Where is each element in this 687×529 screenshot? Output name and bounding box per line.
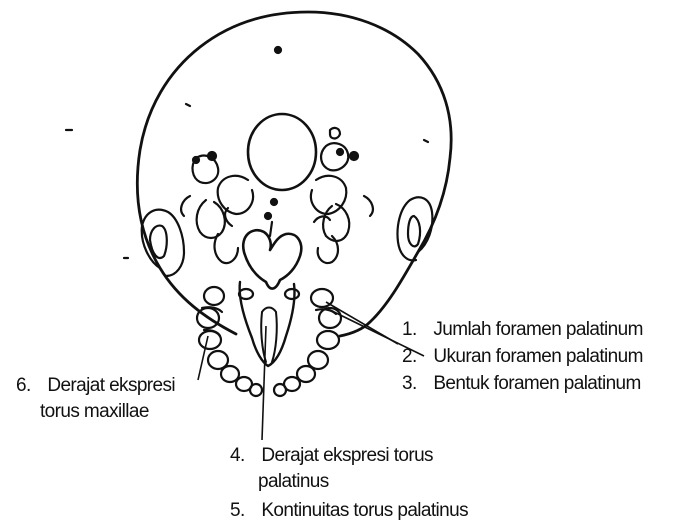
label-6-text-continued: torus maxillae <box>40 400 149 424</box>
label-1-text: Jumlah foramen palatinum <box>433 318 643 342</box>
label-4: 4. Derajat ekspresi torus <box>230 444 433 468</box>
label-5-number: 5. <box>230 499 245 523</box>
label-3-number: 3. <box>402 372 417 396</box>
label-3: 3. Bentuk foramen palatinum <box>402 372 641 396</box>
label-1-number: 1. <box>402 318 417 342</box>
label-4-line2: palatinus <box>258 470 329 494</box>
label-3-text: Bentuk foramen palatinum <box>433 372 640 396</box>
right-zygoma <box>398 197 433 260</box>
label-4-text-continued: palatinus <box>258 470 329 494</box>
label-2: 2. Ukuran foramen palatinum <box>402 345 643 369</box>
label-5-text: Kontinuitas torus palatinus <box>261 499 468 523</box>
label-1: 1. Jumlah foramen palatinum <box>402 318 643 342</box>
foramen-magnum <box>248 114 316 190</box>
label-5: 5. Kontinuitas torus palatinus <box>230 499 468 523</box>
label-4-number: 4. <box>230 444 245 468</box>
hard-palate <box>240 282 295 366</box>
label-4-text: Derajat ekspresi torus <box>261 444 433 468</box>
label-6: 6. Derajat ekspresi <box>16 374 175 398</box>
torus-palatinus <box>261 312 277 362</box>
label-2-text: Ukuran foramen palatinum <box>433 345 643 369</box>
label-6-line2: torus maxillae <box>40 400 149 424</box>
label-6-text: Derajat ekspresi <box>47 374 175 398</box>
label-2-number: 2. <box>402 345 417 369</box>
label-6-number: 6. <box>16 374 31 398</box>
choanae <box>243 230 301 288</box>
